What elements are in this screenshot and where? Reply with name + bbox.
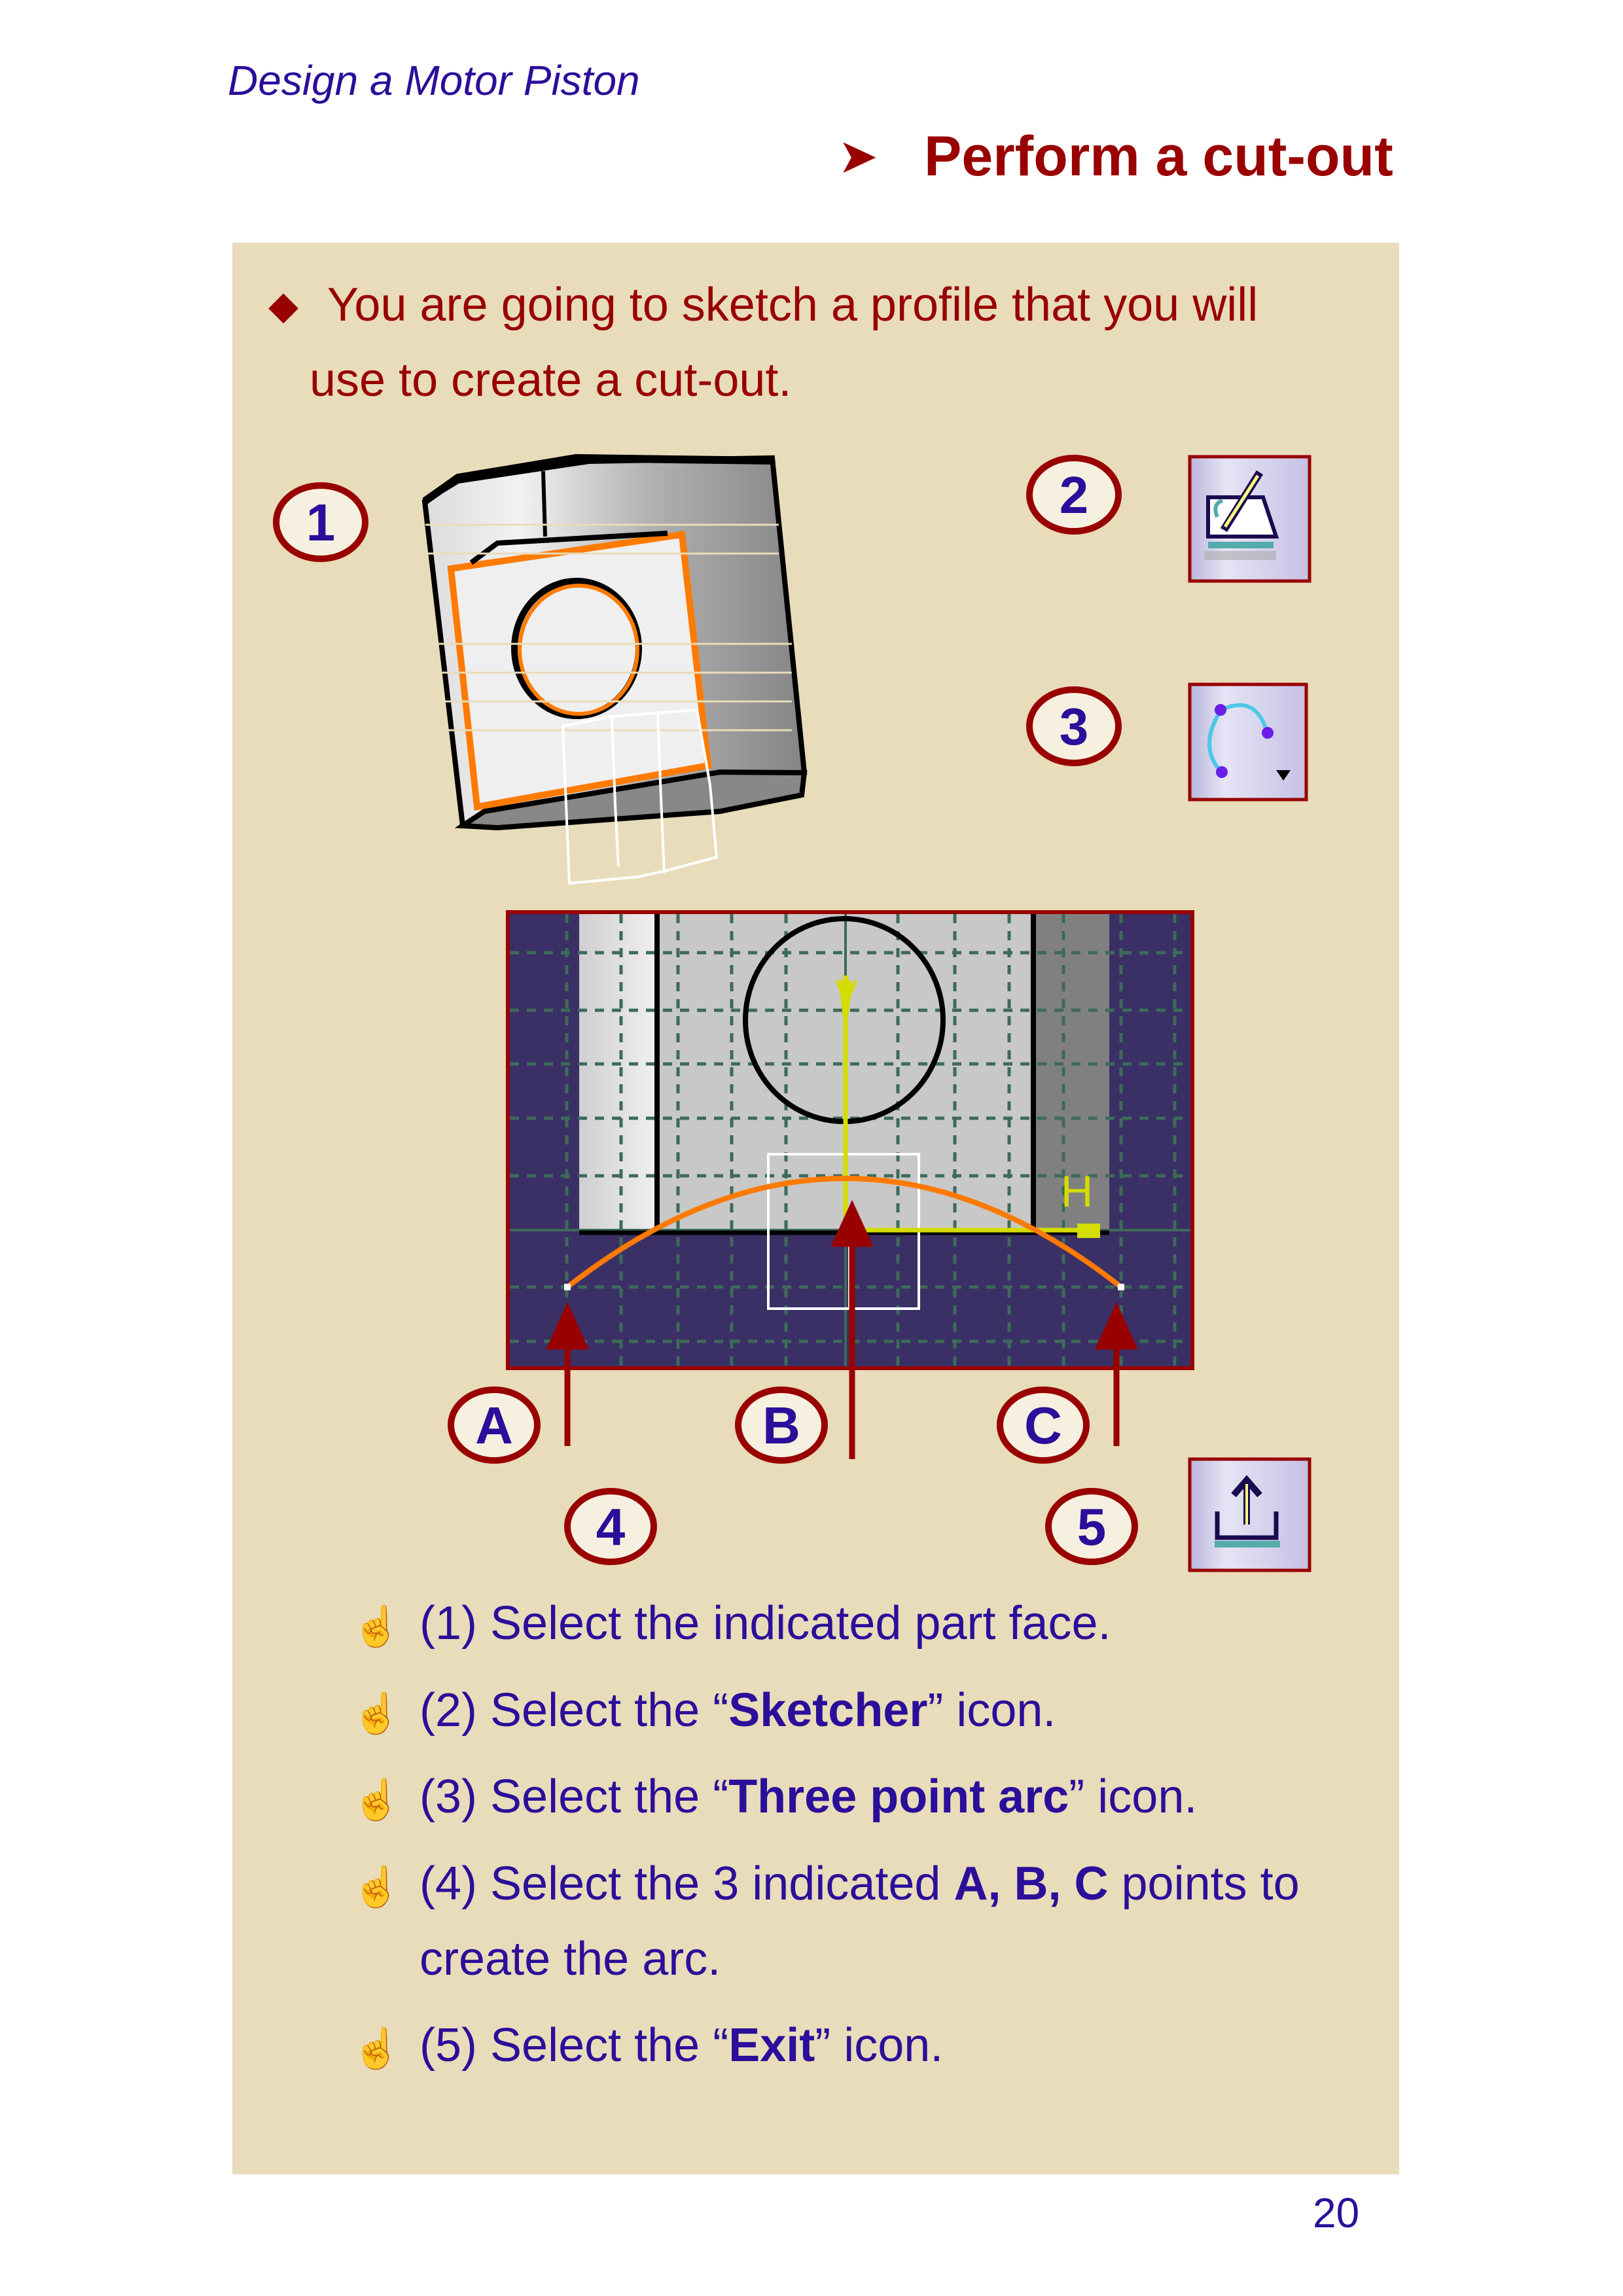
sketcher-icon[interactable] bbox=[1188, 455, 1311, 583]
callout-1: 1 bbox=[273, 482, 368, 562]
h-axis-label: H bbox=[1061, 1167, 1093, 1216]
intro-text-line2: use to create a cut-out. bbox=[310, 354, 792, 406]
arrow-bullet-icon: ➤ bbox=[838, 129, 879, 183]
step-3: (3) Select the “Three point arc” icon. bbox=[419, 1771, 1198, 1823]
callout-3: 3 bbox=[1026, 686, 1122, 766]
document-title: Design a Motor Piston bbox=[228, 57, 640, 104]
section-title: Perform a cut-out bbox=[924, 125, 1393, 188]
svg-text:1: 1 bbox=[306, 493, 336, 552]
intro-text-line1: You are going to sketch a profile that y… bbox=[327, 279, 1258, 331]
piston-part-image[interactable] bbox=[421, 453, 808, 885]
step-4-continued: create the arc. bbox=[419, 1933, 721, 1985]
diamond-bullet-icon: ◆ bbox=[268, 283, 299, 327]
svg-text:4: 4 bbox=[596, 1498, 626, 1556]
mouse-click-icon: ☝ bbox=[352, 1865, 401, 1909]
three-point-arc bbox=[565, 1176, 1123, 1290]
callout-4: 4 bbox=[564, 1488, 657, 1565]
callout-2: 2 bbox=[1026, 455, 1122, 535]
three-point-arc-icon[interactable] bbox=[1188, 682, 1308, 802]
svg-text:C: C bbox=[1024, 1396, 1062, 1455]
page-number: 20 bbox=[1313, 2189, 1360, 2236]
step-5: (5) Select the “Exit” icon. bbox=[419, 2019, 944, 2072]
v-axis-label: V bbox=[835, 974, 858, 1012]
pointer-arrows bbox=[546, 1199, 1138, 1459]
callout-c: C bbox=[997, 1386, 1090, 1464]
exit-workbench-icon[interactable] bbox=[1188, 1457, 1311, 1572]
step-1: (1) Select the indicated part face. bbox=[419, 1597, 1111, 1650]
callout-b: B bbox=[735, 1386, 828, 1464]
svg-text:2: 2 bbox=[1060, 466, 1089, 524]
step-2: (2) Select the “Sketcher” icon. bbox=[419, 1684, 1056, 1737]
svg-text:5: 5 bbox=[1077, 1498, 1107, 1556]
mouse-click-icon: ☝ bbox=[352, 1691, 401, 1735]
svg-text:A: A bbox=[475, 1396, 513, 1455]
step-4: (4) Select the 3 indicated A, B, C point… bbox=[419, 1858, 1300, 1910]
callout-5: 5 bbox=[1045, 1488, 1138, 1565]
svg-text:3: 3 bbox=[1060, 698, 1089, 756]
svg-text:B: B bbox=[762, 1396, 800, 1455]
mouse-click-icon: ☝ bbox=[352, 1778, 401, 1822]
callout-a: A bbox=[448, 1386, 541, 1464]
mouse-click-icon: ☝ bbox=[352, 2026, 401, 2070]
mouse-click-icon: ☝ bbox=[352, 1604, 401, 1648]
